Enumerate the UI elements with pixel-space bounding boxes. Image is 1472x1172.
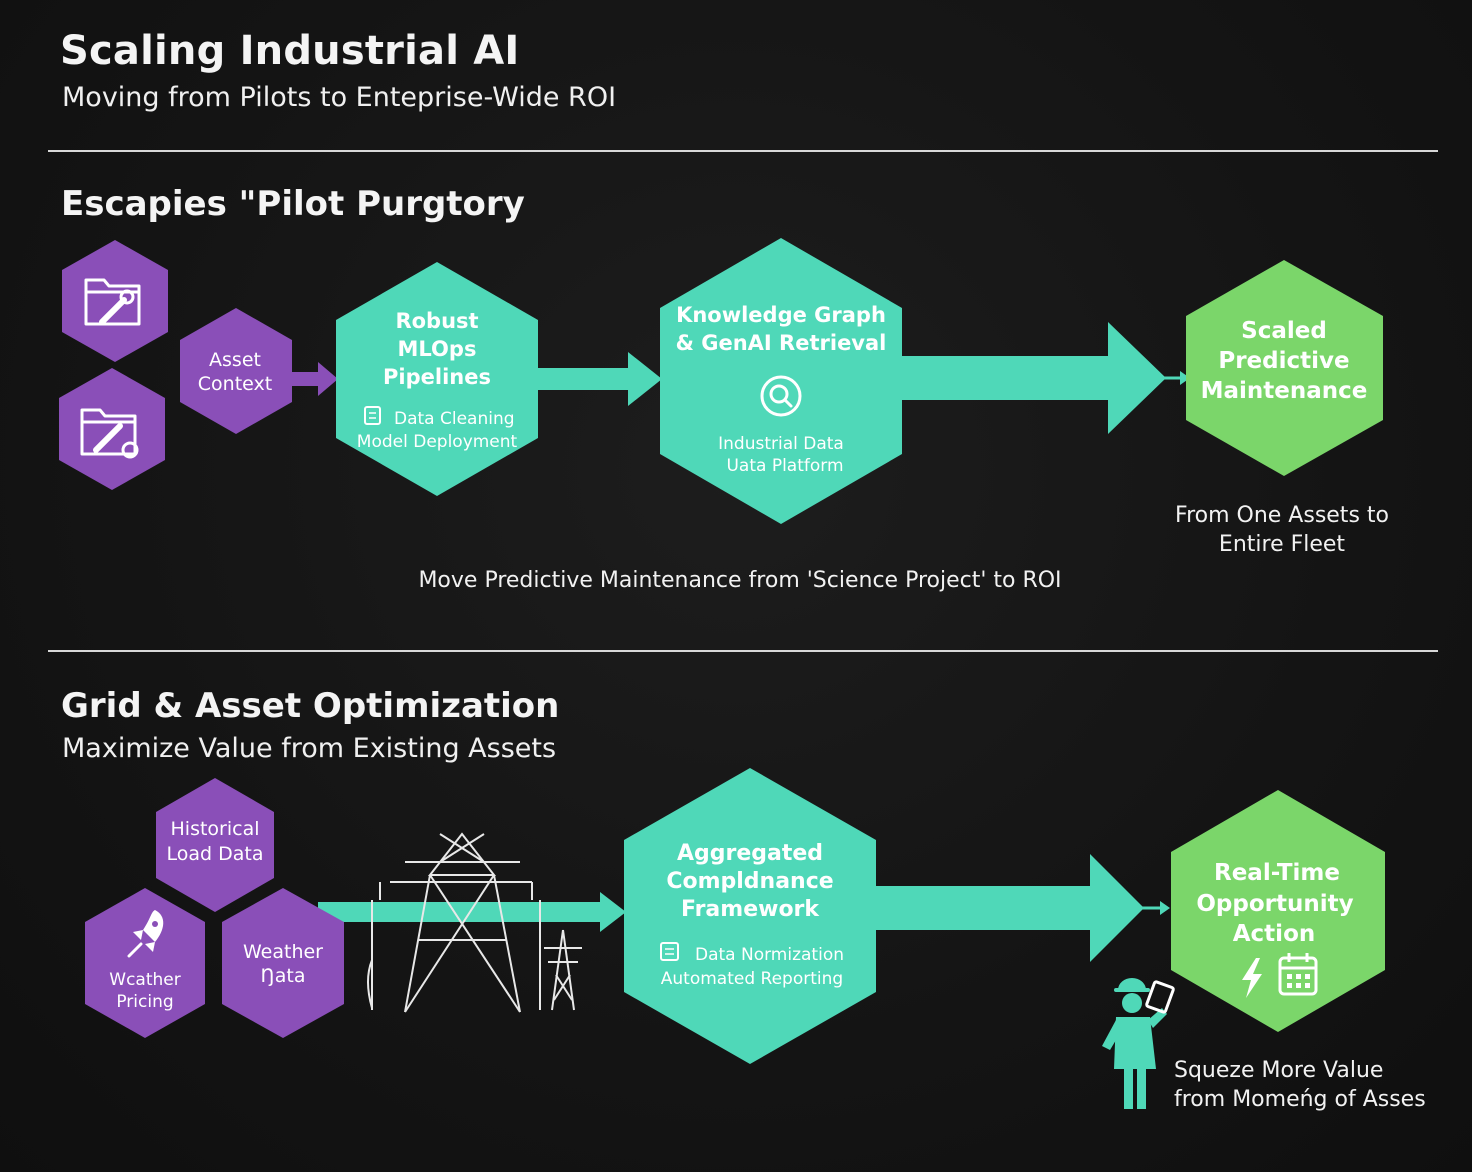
fleet-caption: From One Assets to Entire Fleet	[1150, 501, 1414, 559]
knowledge-title-line2: & GenAI Retrieval	[676, 331, 887, 355]
connector-asset-to-mlops	[288, 362, 338, 396]
weather-pricing-line1: Wcather	[109, 970, 180, 990]
section2-subtitle: Maximize Value from Existing Assets	[62, 733, 557, 764]
mlops-title-line2: MLOps	[398, 337, 477, 361]
mlops-detail-line2: Model Deployment	[357, 432, 518, 452]
hex-folder-tools-top	[62, 240, 168, 362]
compliance-title-line2: Compldnance	[666, 869, 833, 894]
hex-folder-tools-bottom	[59, 368, 165, 490]
knowledge-title-line1: Knowledge Graph	[676, 303, 886, 327]
divider-top	[48, 150, 1438, 152]
compliance-detail-line2: Automated Reporting	[661, 969, 843, 989]
connector-mlops-to-knowledge	[530, 352, 662, 406]
scaled-title-line1: Scaled	[1241, 318, 1327, 344]
realtime-title-line1: Real-Time	[1214, 860, 1340, 886]
hex-weather-pricing: Wcather Pricing	[85, 888, 205, 1038]
squeeze-caption: Squeze More Value from Momeńg of Asses	[1150, 1056, 1440, 1114]
historical-line2: Load Data	[167, 843, 264, 865]
fleet-caption-line2: Entire Fleet	[1218, 532, 1346, 557]
mlops-title-line3: Pipelines	[383, 365, 491, 389]
knowledge-detail-line1: Industrial Data	[718, 434, 844, 454]
calendar-icon	[1278, 953, 1318, 996]
transmission-tower-icon	[367, 832, 582, 1013]
section1-bottom-caption: Move Predictive Maintenance from 'Scienc…	[418, 568, 1062, 593]
divider-middle	[48, 650, 1438, 652]
squeeze-line2: from Momeńg of Asses	[1174, 1087, 1426, 1112]
scaled-title-line3: Maintenance	[1201, 378, 1368, 404]
weather-data-line1: Weather	[243, 941, 323, 963]
hex-asset-context: Asset Context	[180, 308, 292, 434]
rocket-icon	[127, 910, 164, 958]
connector-knowledge-to-scaled	[890, 322, 1190, 434]
page-title: Scaling Industrial AI	[60, 28, 520, 74]
worker-tablet-icon	[1102, 978, 1175, 1109]
knowledge-detail-line2: Uata Platform	[726, 456, 843, 476]
search-icon	[760, 375, 802, 417]
connector-inputs-to-compliance	[318, 892, 626, 932]
section1-title: Escapies "Pilot Purgtory	[61, 184, 525, 224]
connector-compliance-to-realtime	[872, 854, 1170, 962]
asset-context-line1: Asset	[209, 349, 261, 371]
realtime-title-line2: Opportunity	[1196, 891, 1353, 917]
scaled-title-line2: Predictive	[1218, 348, 1349, 374]
hex-scaled-predictive-maintenance: Scaled Predictive Maintenance	[1186, 260, 1383, 476]
hex-aggregated-compliance: Aggregated Compldnance Framework Data No…	[624, 768, 876, 1064]
folder-wrench-icon	[80, 408, 139, 459]
hex-mlops-pipelines: Robust MLOps Pipelines Data Cleaning Mod…	[336, 262, 538, 496]
realtime-title-line3: Action	[1233, 921, 1316, 947]
hex-weather-data: Weather Ŋata	[222, 888, 344, 1038]
mlops-detail-line1: Data Cleaning	[394, 409, 515, 429]
historical-line1: Historical	[171, 818, 260, 840]
hex-realtime-opportunity-action: Real-Time Opportunity Action	[1171, 790, 1385, 1032]
asset-context-line2: Context	[198, 373, 272, 395]
fleet-caption-line1: From One Assets to	[1175, 503, 1389, 528]
document-icon	[364, 406, 381, 425]
lightning-icon	[1242, 958, 1262, 998]
document-icon	[660, 942, 679, 961]
compliance-title-line1: Aggregated	[677, 841, 823, 866]
folder-wrench-icon	[84, 278, 141, 326]
weather-pricing-line2: Pricing	[116, 992, 173, 1012]
compliance-detail-line1: Data Normization	[695, 945, 844, 965]
mlops-title-line1: Robust	[395, 309, 478, 333]
section2-title: Grid & Asset Optimization	[61, 686, 560, 726]
hex-knowledge-graph: Knowledge Graph & GenAI Retrieval Indust…	[660, 238, 902, 524]
page-subtitle: Moving from Pilots to Enteprise-Wide ROI	[62, 82, 617, 113]
squeeze-line1: Squeze More Value	[1174, 1058, 1384, 1083]
weather-data-line2: Ŋata	[261, 965, 306, 987]
compliance-title-line3: Framework	[681, 897, 820, 922]
hex-historical-load-data: Historical Load Data	[156, 778, 274, 912]
